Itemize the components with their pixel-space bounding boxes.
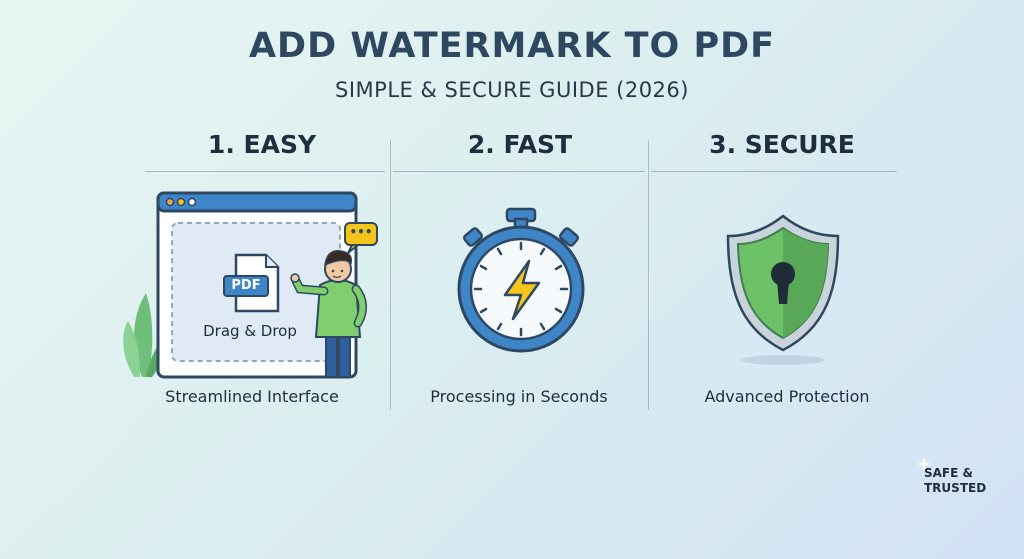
column-heading-secure: 3. SECURE — [709, 130, 855, 159]
safe-trusted-badge: SAFE & TRUSTED — [924, 466, 1004, 496]
sparkle-icon — [916, 456, 932, 472]
shield-lock-icon — [726, 214, 840, 352]
column-heading-fast: 2. FAST — [467, 130, 573, 159]
badge-line-2: TRUSTED — [924, 481, 987, 495]
page-subtitle: SIMPLE & SECURE GUIDE (2026) — [335, 78, 689, 102]
caption-easy: Streamlined Interface — [165, 387, 339, 406]
drag-drop-label: Drag & Drop — [203, 322, 297, 340]
caption-fast: Processing in Seconds — [430, 387, 608, 406]
stopwatch-icon — [457, 207, 585, 353]
heading-divider-middle — [393, 171, 645, 172]
lightning-bolt-icon — [503, 259, 541, 321]
plant-icon — [123, 293, 166, 377]
person-figure — [290, 250, 367, 378]
shield-illustration — [726, 214, 840, 365]
caption-secure: Advanced Protection — [704, 387, 870, 406]
pdf-file-icon — [223, 253, 280, 313]
column-heading-easy: 1. EASY — [207, 130, 317, 159]
heading-divider-right — [651, 171, 897, 172]
page-title: ADD WATERMARK TO PDF — [248, 26, 776, 66]
interface-illustration — [123, 191, 378, 379]
pdf-file-label: PDF — [231, 278, 261, 293]
badge-line-1: SAFE & — [924, 466, 973, 480]
speech-bubble-dots: ••• — [349, 225, 373, 239]
column-divider-1 — [390, 140, 391, 410]
speech-bubble-icon — [344, 222, 378, 254]
heading-divider-left — [145, 171, 385, 172]
column-divider-2 — [648, 140, 649, 410]
stopwatch-illustration — [457, 207, 585, 353]
